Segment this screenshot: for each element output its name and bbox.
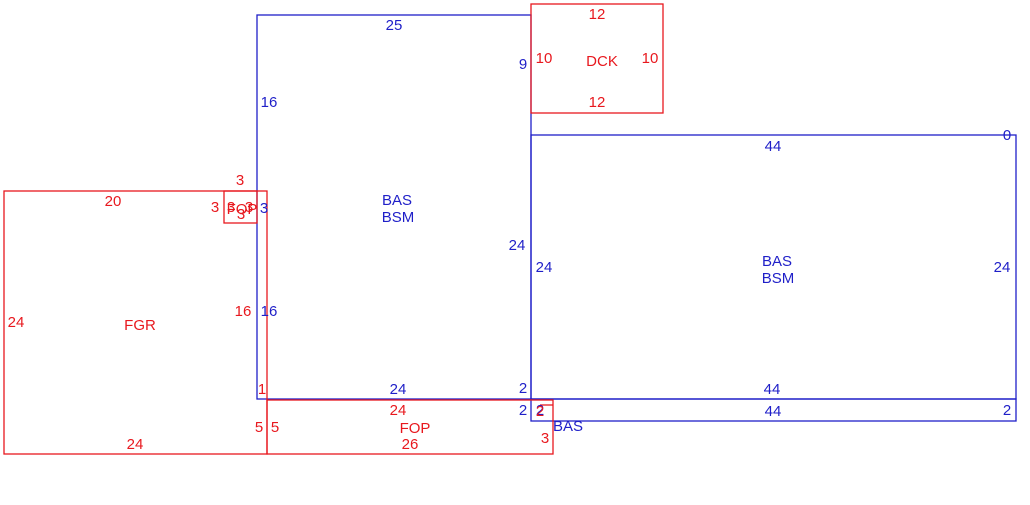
dim-fop-top: 24 bbox=[390, 402, 407, 419]
dim-bas-right-left: 24 bbox=[536, 259, 553, 276]
dck-label: DCK bbox=[586, 53, 618, 70]
dim-fgr-left: 24 bbox=[8, 314, 25, 331]
dim-strip-right: 2 bbox=[1003, 402, 1011, 419]
bas-right-label: BAS bbox=[762, 253, 792, 270]
dim-strip-left-red: 2 bbox=[536, 403, 544, 420]
dim-bas-main-left-3: 3 bbox=[260, 200, 268, 217]
dim-small-left: 3 bbox=[211, 199, 219, 216]
dim-small-mid2: 3 bbox=[245, 199, 253, 216]
fop-outline bbox=[266, 399, 554, 455]
fgr-outline bbox=[3, 190, 268, 455]
bas-strip-outline bbox=[530, 398, 1017, 422]
dim-bas-main-right-upper: 9 bbox=[519, 56, 527, 73]
dim-dck-bottom: 12 bbox=[589, 94, 606, 111]
dim-fop-left: 5 bbox=[271, 419, 279, 436]
dim-bas-main-left-upper: 16 bbox=[261, 94, 278, 111]
bsm-main-label: BSM bbox=[382, 209, 415, 226]
dck-outline bbox=[530, 3, 664, 114]
dim-bas-right-top: 44 bbox=[765, 138, 782, 155]
fgr-label: FGR bbox=[124, 317, 156, 334]
dim-bas-right-right: 24 bbox=[994, 259, 1011, 276]
dim-fgr-right: 16 bbox=[235, 303, 252, 320]
dim-bas-right-corner: 0 bbox=[1003, 127, 1011, 144]
dim-strip-left-outer: 2 bbox=[519, 402, 527, 419]
dim-dck-top: 12 bbox=[589, 6, 606, 23]
bas-strip-label: BAS bbox=[553, 418, 583, 435]
dim-bas-main-top: 25 bbox=[386, 17, 403, 34]
dim-fop-bottom: 26 bbox=[402, 436, 419, 453]
dim-dck-right: 10 bbox=[642, 50, 659, 67]
dim-fop-right: 3 bbox=[541, 430, 549, 447]
dim-strip-left: 2 bbox=[536, 402, 544, 419]
bas-main-label: BAS bbox=[382, 192, 412, 209]
dim-strip-bottom: 44 bbox=[765, 403, 782, 420]
small-porch-label: FOP bbox=[227, 201, 258, 218]
dim-fgr-bottom: 24 bbox=[127, 436, 144, 453]
dim-fgr-top: 20 bbox=[105, 193, 122, 210]
dim-small-bottom: 3 bbox=[237, 206, 245, 223]
dim-bas-main-right-lower: 24 bbox=[509, 237, 526, 254]
dim-bas-right-bottom: 44 bbox=[764, 381, 781, 398]
dim-dck-left: 10 bbox=[536, 50, 553, 67]
dim-small-mid1: 3 bbox=[227, 199, 235, 216]
dim-fgr-corner: 1 bbox=[258, 381, 266, 398]
dim-fgr-step: 5 bbox=[255, 419, 263, 436]
dim-bas-main-left-lower: 16 bbox=[261, 303, 278, 320]
dim-small-top: 3 bbox=[236, 172, 244, 189]
dim-bas-main-right-bottom: 2 bbox=[519, 380, 527, 397]
dim-bas-main-bottom: 24 bbox=[390, 381, 407, 398]
fop-label: FOP bbox=[400, 420, 431, 437]
bsm-right-label: BSM bbox=[762, 270, 795, 287]
